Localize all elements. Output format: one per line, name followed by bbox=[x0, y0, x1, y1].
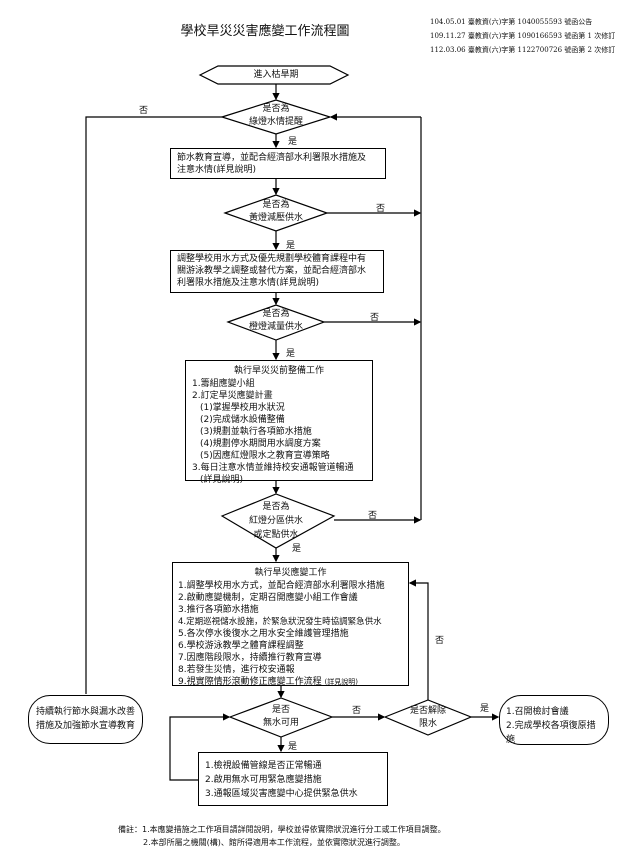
box2-line3: 利署限水措施及注意水情(詳見說明) bbox=[177, 278, 320, 288]
box4-item: 9.視實際情形滾動修正應變工作流程 bbox=[178, 677, 322, 687]
box3-heading: 執行旱災災前整備工作 bbox=[233, 366, 324, 376]
note-prefix: 備註： bbox=[118, 825, 142, 834]
box3-item: (3)規劃並執行各項節水措施 bbox=[200, 427, 312, 437]
end-left-line2: 措施及加強節水宣導教育 bbox=[35, 721, 135, 731]
decision4-line1: 是否為 bbox=[262, 502, 290, 512]
end-terminal-continue-saving: 持續執行節水與漏水改善 措施及加強節水宣導教育 bbox=[28, 695, 143, 744]
note-text-1: 1.本應變措施之工作項目請詳閱說明，學校並得依實際狀況進行分工或工作項目調整。 bbox=[142, 825, 446, 834]
reference-line-3: 112.03.06 臺教資(六)字第 1122700726 號函第 2 次修訂 bbox=[430, 46, 616, 54]
process-box-no-water-emergency: 1.檢視設備管線是否正常暢通 2.啟用無水可用緊急應變措施 3.通報區域災害應變… bbox=[198, 752, 388, 806]
box3-item: 2.訂定旱災應變計畫 bbox=[192, 391, 273, 401]
box4-item: 1.調整學校用水方式，並配合經濟部水利署限水措施 bbox=[178, 581, 385, 591]
start-terminal-label: 進入枯旱期 bbox=[253, 70, 299, 80]
process-box-adjust-water-use: 調整學校用水方式及優先規劃學校體育課程中有 關游泳教學之調整或替代方案，並配合經… bbox=[170, 250, 384, 293]
end-right-line2: 2.完成學校各項復原措施 bbox=[506, 721, 596, 745]
no-label-decision2: 否 bbox=[376, 204, 386, 214]
box4-item: 4.定期巡視儲水設施，於緊急狀況發生時協調緊急供水 bbox=[178, 617, 382, 627]
decision3-line2: 橙燈減量供水 bbox=[248, 322, 303, 332]
process-box-disaster-response: 執行旱災應變工作 1.調整學校用水方式，並配合經濟部水利署限水措施 2.啟動應變… bbox=[172, 562, 409, 687]
yes-label-decision4: 是 bbox=[292, 544, 302, 554]
yes-label-decision2: 是 bbox=[286, 241, 296, 251]
box3-item: 1.籌組應變小組 bbox=[192, 379, 255, 389]
box4-item: 6.學校游泳教學之體育課程調整 bbox=[178, 641, 304, 651]
box4-item9-note: (詳見說明) bbox=[324, 678, 358, 686]
yes-label-decision3: 是 bbox=[286, 349, 296, 359]
box5-item: 1.檢視設備管線是否正常暢通 bbox=[205, 761, 322, 771]
decision3-line1: 是否為 bbox=[262, 309, 290, 319]
box4-heading: 執行旱災應變工作 bbox=[254, 568, 327, 578]
decision5-line2: 無水可用 bbox=[262, 718, 299, 728]
process-box-water-education: 節水教育宣導，並配合經濟部水利署限水措施及 注意水情(詳見說明) bbox=[170, 148, 386, 179]
decision4-shape bbox=[220, 493, 336, 549]
box4-item: 2.啟動應變機制，定期召開應變小組工作會議 bbox=[178, 593, 358, 603]
yes-label-decision5: 是 bbox=[288, 742, 298, 752]
box5-item: 3.通報區域災害應變中心提供緊急供水 bbox=[205, 789, 358, 799]
reference-line-2: 109.11.27 臺教資(六)字第 1090166593 號函第 1 次修訂 bbox=[430, 32, 616, 40]
decision6-line1: 是否解除 bbox=[409, 706, 446, 716]
box3-item: (5)因應紅燈限水之教育宣導策略 bbox=[200, 451, 330, 461]
note-line-1: 備註：1.本應變措施之工作項目請詳閱說明，學校並得依實際狀況進行分工或工作項目調… bbox=[118, 824, 446, 836]
end-left-line1: 持續執行節水與漏水改善 bbox=[35, 707, 135, 717]
start-terminal-shape bbox=[198, 65, 350, 85]
box4-item: 5.各次停水後復水之用水安全維護管理措施 bbox=[178, 629, 349, 639]
box4-item: 7.因應階段限水，持續推行教育宣導 bbox=[178, 653, 322, 663]
page-title: 學校旱災災害應變工作流程圖 bbox=[180, 24, 350, 39]
yes-label-decision1: 是 bbox=[288, 137, 298, 147]
box4-item: 3.推行各項節水措施 bbox=[178, 605, 259, 615]
process-box-pre-disaster-prep: 執行旱災災前整備工作 1.籌組應變小組 2.訂定旱災應變計畫 (1)掌握學校用水… bbox=[185, 360, 373, 485]
no-label-decision6: 否 bbox=[435, 636, 445, 646]
box3-item: (2)完成儲水設備整備 bbox=[200, 415, 285, 425]
box2-line1: 調整學校用水方式及優先規劃學校體育課程中有 bbox=[177, 254, 367, 264]
decision5-line1: 是否 bbox=[271, 705, 290, 715]
no-label-decision5: 否 bbox=[352, 706, 362, 716]
decision1-line1: 是否為 bbox=[262, 104, 290, 114]
reference-line-1: 104.05.01 臺教資(六)字第 1040055593 號函公告 bbox=[430, 18, 593, 26]
no-label-decision4: 否 bbox=[368, 511, 378, 521]
decision1-line2: 綠燈水情提醒 bbox=[248, 117, 303, 127]
no-label-decision3: 否 bbox=[370, 313, 380, 323]
no-label-decision1: 否 bbox=[139, 106, 149, 116]
decision4-line2: 紅燈分區供水 bbox=[248, 516, 303, 526]
note-line-2: 2.本部所屬之機關(構)、館所得適用本工作流程，並依實際狀況進行調整。 bbox=[143, 838, 405, 847]
decision6-line2: 限水 bbox=[418, 719, 437, 729]
decision2-line2: 黃燈減壓供水 bbox=[248, 213, 303, 223]
decision2-line1: 是否為 bbox=[262, 200, 290, 210]
box3-item: (1)掌握學校用水狀況 bbox=[200, 403, 285, 413]
end-right-line1: 1.召開檢討會議 bbox=[506, 707, 569, 717]
box4-item: 8.若發生災情，進行校安通報 bbox=[178, 665, 295, 675]
box5-item: 2.啟用無水可用緊急應變措施 bbox=[205, 775, 322, 785]
decision4-line3: 或定點供水 bbox=[253, 530, 299, 540]
box3-item: 3.每日注意水情並維持校安通報管道暢通 bbox=[192, 463, 354, 473]
box1-line2: 注意水情(詳見說明) bbox=[177, 165, 257, 175]
end-terminal-recovery: 1.召開檢討會議 2.完成學校各項復原措施 bbox=[499, 695, 609, 745]
yes-label-decision6: 是 bbox=[480, 704, 490, 714]
box3-item: (4)規劃停水期間用水調度方案 bbox=[200, 439, 321, 449]
box1-line1: 節水教育宣導，並配合經濟部水利署限水措施及 bbox=[177, 153, 367, 163]
box2-line2: 關游泳教學之調整或替代方案，並配合經濟部水 bbox=[177, 266, 367, 276]
box3-item: (詳見說明) bbox=[200, 475, 244, 485]
